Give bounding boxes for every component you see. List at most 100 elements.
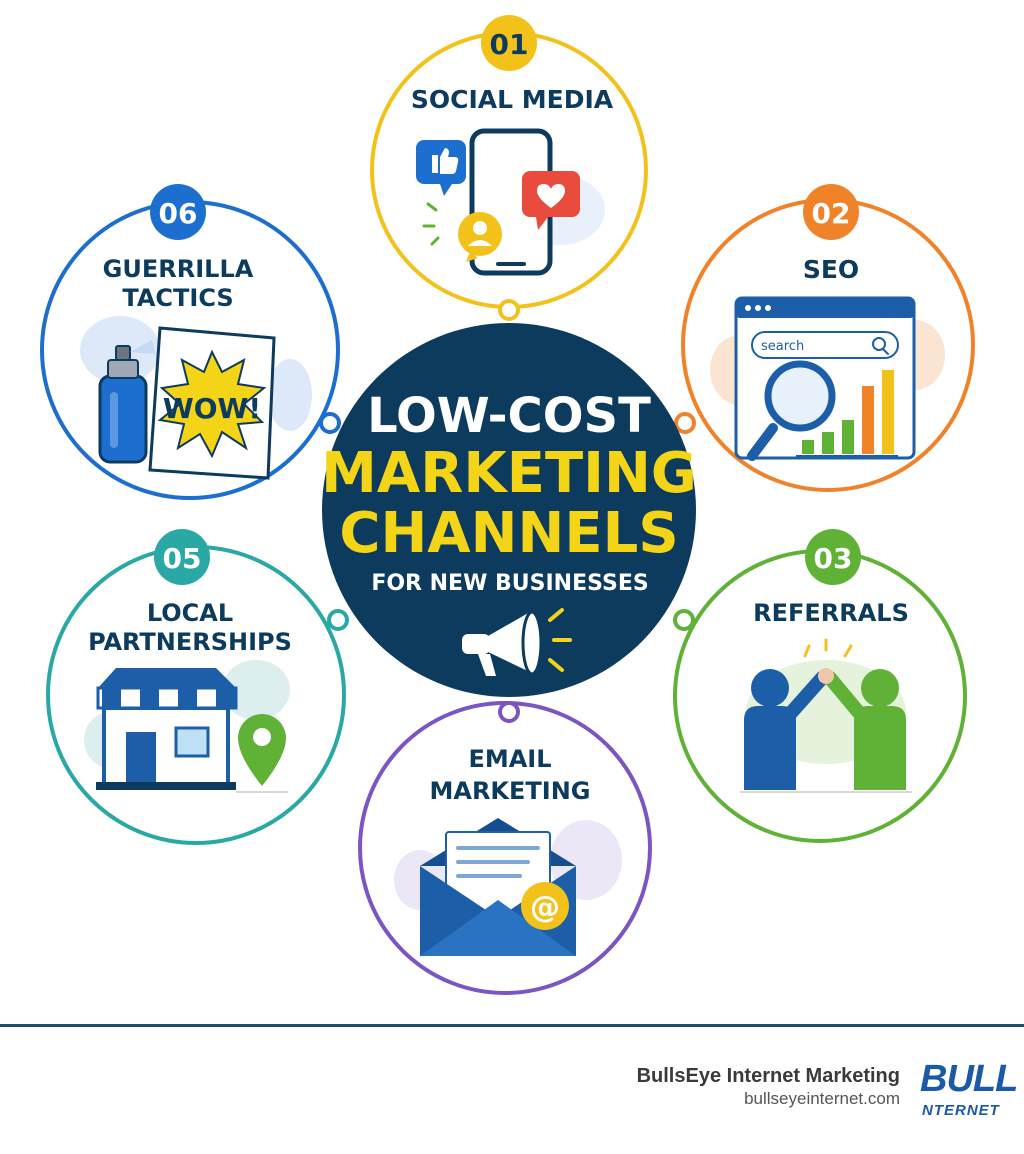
megaphone-bell [521,610,543,676]
heart-bubble-tail [536,217,548,230]
social-media-icon [416,128,605,276]
channel-referrals: 03 REFERRALS [673,529,967,843]
person-arm [823,671,867,721]
channel-label: SOCIAL MEDIA [411,85,614,114]
connector-node [674,412,696,434]
awning-stripe [102,688,121,708]
person-body [854,706,906,790]
bar-chart-bar [882,370,894,454]
spray-can-icon [98,374,148,464]
window-dot [765,305,771,311]
number-label: 06 [159,197,198,230]
awning-top [98,668,236,688]
center-hub: LOW-COST MARKETING CHANNELS FOR NEW BUSI… [321,323,697,697]
channel-label: PARTNERSHIPS [88,628,292,656]
center-subtitle: FOR NEW BUSINESSES [371,571,648,596]
spray-can-cap [107,359,139,379]
connector-node [319,412,341,434]
channel-local-partnerships: 05 LOCAL PARTNERSHIPS [46,529,349,845]
at-icon: @ [530,890,560,925]
center-circle [322,323,696,697]
channel-label: LOCAL [147,599,233,627]
user-body-icon [468,240,492,246]
channel-social-media: 01 SOCIAL MEDIA [370,15,648,321]
browser-titlebar [736,298,914,318]
person-head [751,669,789,707]
number-badge [481,15,537,71]
sound-line [548,608,564,622]
channel-label: GUERRILLA [103,255,254,283]
channel-label: REFERRALS [753,599,909,627]
number-badge [803,184,859,240]
burst-shape [157,349,267,459]
number-badge [154,529,210,585]
number-label: 01 [490,28,529,61]
bar-chart-bar [822,432,834,454]
heart-icon [537,184,565,208]
bar-chart-bar [842,420,854,454]
at-symbol-badge [521,882,569,930]
window-dot [745,305,751,311]
megaphone-horn [488,612,534,674]
search-icon-handle [882,348,889,355]
seo-browser-icon: search [710,296,945,461]
number-badge [805,529,861,585]
backdrop-blob [222,660,290,720]
brand-url[interactable]: bullseyeinternet.com [744,1089,900,1108]
center-title-line3: CHANNELS [339,501,678,566]
wow-text: WOW! [163,392,261,425]
spark-line [843,644,853,658]
megaphone-icon [462,608,572,676]
guerrilla-poster-icon: WOW! [80,316,312,480]
window-dot [755,305,761,311]
search-bar[interactable] [751,331,899,359]
logo-wordmark-bottom: NTERNET [922,1102,1000,1119]
awning [96,686,238,710]
spray-mist [130,340,156,354]
spark-line [430,236,440,246]
like-bubble-tail [440,184,452,196]
number-label: 02 [812,197,851,230]
store-window [174,726,210,758]
center-title-line1: LOW-COST [367,388,651,444]
megaphone-handle [478,654,496,676]
channel-label: TACTICS [122,284,233,312]
location-pin-dot [253,728,271,746]
spark-line [426,202,438,212]
store-base [96,782,236,790]
spray-nozzle [115,345,131,361]
connector-node [673,609,695,631]
store-door [126,732,156,784]
person-head [861,669,899,707]
number-label: 05 [163,542,202,575]
channel-label: EMAIL [468,745,551,773]
number-label: 03 [814,542,853,575]
channel-label: MARKETING [429,777,590,805]
storefront-icon [84,660,290,793]
brand-name: BullsEye Internet Marketing [636,1065,900,1087]
hands-meet [818,668,834,684]
bar-chart-bar [862,386,874,454]
channel-email-marketing: EMAIL MARKETING @ [358,701,652,995]
search-icon [872,337,886,351]
connector-node [498,299,520,321]
location-pin-icon [238,714,286,786]
high-five-icon [740,638,912,793]
awning-stripe [216,688,235,708]
envelope-flap [420,900,576,956]
person-arm [783,671,829,721]
backdrop-blob [268,359,312,431]
number-badge [150,184,206,240]
channel-seo: 02 SEO search [674,184,975,492]
person-body [744,706,796,790]
thumbs-up-icon [432,148,459,174]
marketing-channels-diagram: 01 SOCIAL MEDIA 02 SEO [40,15,975,995]
bar-chart-bar [802,440,814,454]
megaphone-mouth [462,634,490,654]
connector-node [498,701,520,723]
magnifier-handle [747,423,778,461]
footer-brand: BullsEye Internet Marketing bullseyeinte… [637,1064,900,1110]
magnifier-icon [764,360,836,432]
channel-guerrilla-tactics: 06 GUERRILLA TACTICS WOW! [40,184,341,500]
bullseye-logo: BULL NTERNET [918,1058,1024,1130]
